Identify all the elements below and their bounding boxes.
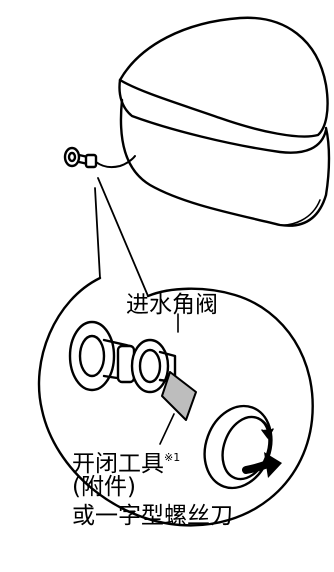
leader-lines [94,177,149,297]
valve-small [63,146,136,169]
tool-label-line1: 开闭工具 [72,451,164,477]
tool-label-line2: (附件) [72,474,136,500]
tool-note-mark: ※1 [164,451,181,464]
tool-label: 开闭工具※1 [72,445,180,477]
callout-circle [37,276,314,527]
tool-blade [161,371,197,421]
rotation-arrows [242,417,282,478]
tool-label-line3: 或一字型螺丝刀 [72,503,233,529]
valve-enlarged [68,320,197,421]
tool-ring [203,404,273,490]
toilet-illustration [118,16,331,227]
valve-label: 进水角阀 [126,292,218,318]
